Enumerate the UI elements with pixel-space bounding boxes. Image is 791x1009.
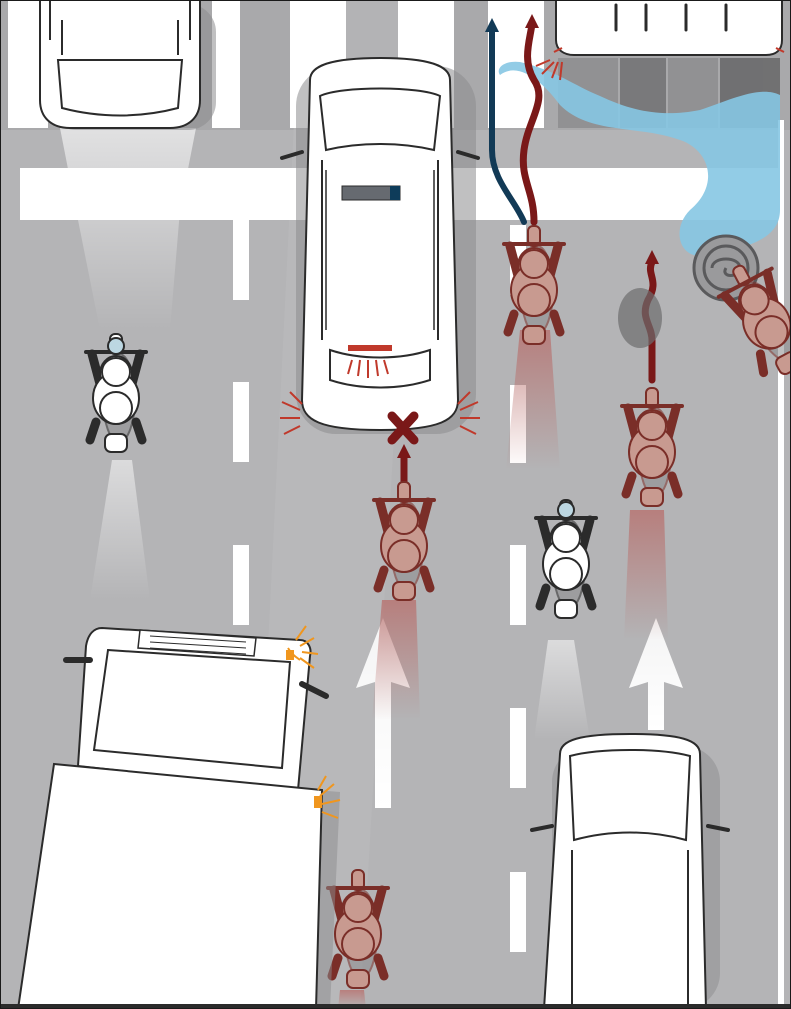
- car-icon: [40, 0, 216, 130]
- motorcycle-icon: [374, 482, 434, 600]
- motorcycle-icon: [504, 226, 564, 344]
- motorcycle-icon: [328, 870, 388, 988]
- car-icon: [280, 58, 480, 434]
- motorcycle-icon: [536, 500, 596, 618]
- car-icon: [532, 734, 728, 1009]
- motorcycle-icon: [622, 388, 682, 506]
- motorcycle-icon: [86, 334, 146, 452]
